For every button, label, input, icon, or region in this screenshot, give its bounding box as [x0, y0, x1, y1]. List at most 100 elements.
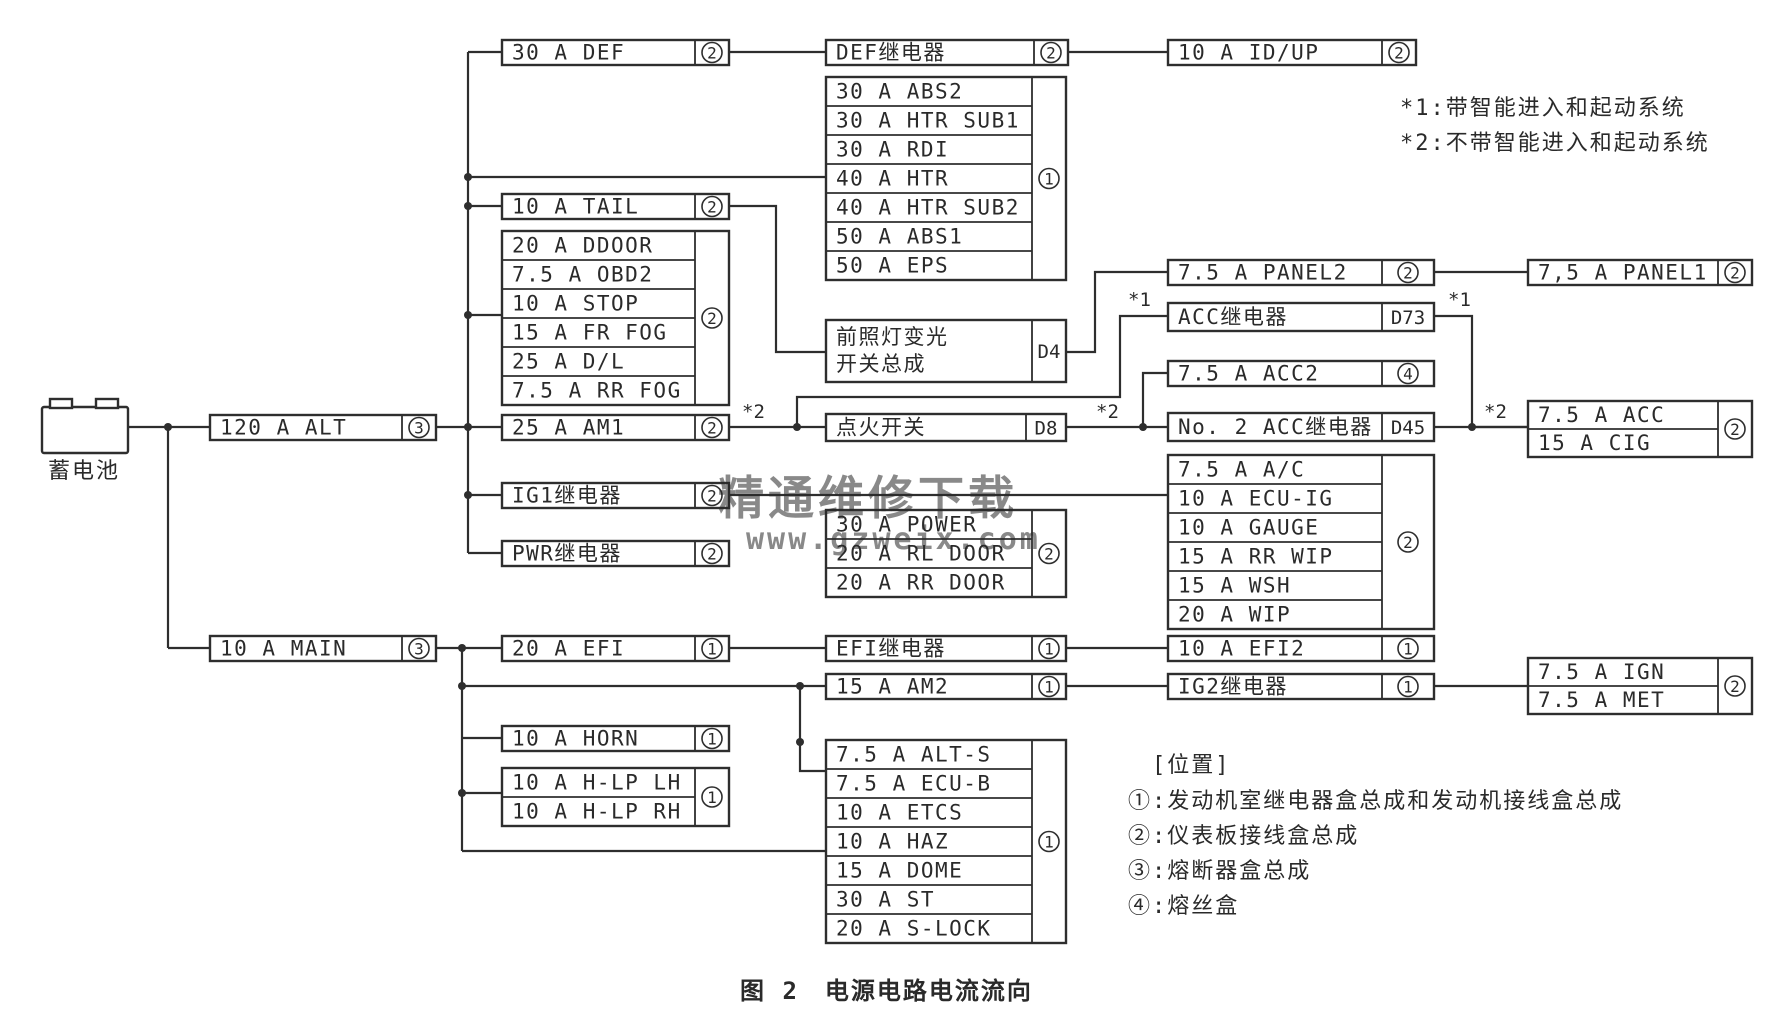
box-label: 7,5 A PANEL1	[1538, 261, 1708, 285]
box-label: 15 A CIG	[1538, 431, 1651, 455]
box-label: 点火开关	[836, 416, 926, 440]
connector-code: D73	[1391, 307, 1425, 329]
legend-top-item: *1:带智能进入和起动系统	[1400, 96, 1686, 121]
box-label: 15 A DOME	[836, 859, 963, 883]
location-code: 2	[707, 545, 717, 564]
box-label: 7.5 A ACC2	[1178, 362, 1319, 386]
box-label: 30 A HTR SUB1	[836, 109, 1020, 133]
box-label: 10 A H-LP RH	[512, 800, 682, 824]
box-label: 7.5 A OBD2	[512, 263, 653, 287]
box-label: 7.5 A ALT-S	[836, 743, 992, 767]
location-code: 2	[1730, 677, 1740, 696]
legend-top: *1:带智能进入和起动系统 *2:不带智能进入和起动系统	[1400, 96, 1708, 156]
location-code: 2	[1730, 264, 1740, 283]
location-code: 2	[1403, 533, 1413, 552]
location-code: 1	[707, 730, 717, 749]
junction-dots	[164, 173, 1476, 797]
connector-code: D45	[1391, 417, 1425, 439]
box-label: 15 A RR WIP	[1178, 545, 1334, 569]
box-label: 7.5 A PANEL2	[1178, 261, 1348, 285]
box-label: 30 A POWER	[836, 513, 977, 537]
markers: *2 *1 *2 *1 *2	[742, 289, 1507, 423]
location-code: 1	[1403, 678, 1413, 697]
location-code: 2	[1046, 44, 1056, 63]
box-label: 30 A ST	[836, 888, 935, 912]
box-label: 20 A WIP	[1178, 603, 1291, 627]
marker-star1-acc-relay: *1	[1128, 289, 1151, 311]
location-code: 2	[707, 487, 717, 506]
location-code: 1	[1044, 833, 1054, 852]
battery-label: 蓄电池	[48, 459, 120, 484]
box-label: 15 A WSH	[1178, 574, 1291, 598]
box-label: 7.5 A MET	[1538, 688, 1665, 712]
box-label: 50 A ABS1	[836, 225, 963, 249]
legend-position-item: ④:熔丝盒	[1128, 894, 1239, 919]
battery: 蓄电池	[40, 397, 130, 484]
location-code: 2	[1403, 264, 1413, 283]
box-label: 40 A HTR	[836, 167, 949, 191]
box-label: 10 A ECU-IG	[1178, 487, 1334, 511]
box-label: IG1继电器	[512, 484, 622, 508]
box-label: 30 A DEF	[512, 41, 625, 65]
box-ddoor-group: 20 A DDOOR 7.5 A OBD2 10 A STOP 15 A FR FOG…	[500, 229, 731, 407]
box-label: 7.5 A RR FOG	[512, 379, 682, 403]
box-label: 10 A MAIN	[220, 637, 347, 661]
box-label: 10 A STOP	[512, 292, 639, 316]
wiring	[128, 50, 1528, 853]
box-label: 10 A ID/UP	[1178, 41, 1319, 65]
connector-code: D4	[1038, 341, 1061, 363]
box-label: 25 A D/L	[512, 350, 625, 374]
box-label: 10 A GAUGE	[1178, 516, 1319, 540]
watermark: 精通维修下载 www.gzweix.com	[718, 471, 1041, 557]
legend-position-item: ②:仪表板接线盒总成	[1128, 824, 1359, 849]
box-label: PWR继电器	[512, 542, 622, 566]
box-label: 15 A FR FOG	[512, 321, 668, 345]
box-label: 40 A HTR SUB2	[836, 196, 1020, 220]
marker-star2-acc2-relay: *2	[1096, 401, 1119, 423]
box-label: 20 A DDOOR	[512, 234, 653, 258]
box-label: 120 A ALT	[220, 416, 347, 440]
box-headlight-switch: 前照灯变光开关总成 D4	[824, 318, 1068, 384]
location-code: 3	[414, 419, 424, 438]
figure-caption: 图 2 电源电路电流流向	[740, 977, 1033, 1005]
location-code: 2	[707, 309, 717, 328]
box-label: 7.5 A ACC	[1538, 403, 1665, 427]
box-label: 10 A HORN	[512, 727, 639, 751]
marker-star2-ignition: *2	[742, 401, 765, 423]
box-label: 10 A H-LP LH	[512, 771, 682, 795]
box-label: 7.5 A IGN	[1538, 660, 1665, 684]
box-label: DEF继电器	[836, 41, 946, 65]
location-code: 1	[707, 788, 717, 807]
box-label: 前照灯变光开关总成	[836, 325, 949, 376]
box-label: IG2继电器	[1178, 675, 1288, 699]
watermark-url: www.gzweix.com	[746, 522, 1041, 557]
box-label: 25 A AM1	[512, 416, 625, 440]
location-code: 2	[707, 198, 717, 217]
location-code: 4	[1403, 365, 1413, 384]
box-label: ACC继电器	[1178, 305, 1288, 329]
location-code: 1	[1044, 640, 1054, 659]
box-label: EFI继电器	[836, 637, 946, 661]
marker-star2-acc-out: *2	[1484, 401, 1507, 423]
connector-code: D8	[1035, 418, 1058, 440]
